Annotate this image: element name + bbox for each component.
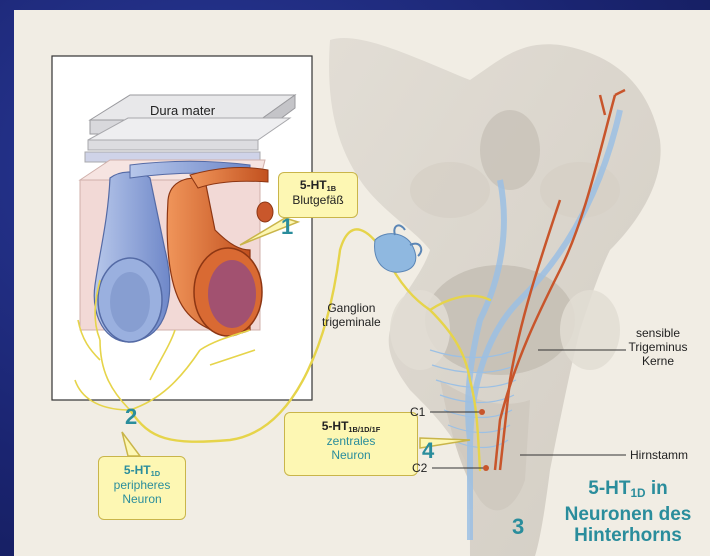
callout-4-desc-1: zentrales [285,434,417,448]
number-1: 1 [281,214,293,240]
c2-label: C2 [412,461,427,475]
c2-dot [483,465,489,471]
callout-1-receptor: 5-HT1B [279,178,357,193]
callout-central-neuron: 5-HT1B/1D/1F zentrales Neuron [284,412,418,476]
sensible-label-line-2: Trigeminus [618,340,698,354]
callout-2-desc-1: peripheres [99,478,185,492]
ganglion-label-line-2: trigeminale [322,315,381,329]
dura-mater-label: Dura mater [150,104,215,118]
section-title: 5-HT1D in Neuronen des Hinterhorns [548,478,708,546]
number-2: 2 [125,404,137,430]
sensible-trigeminus-label: sensible Trigeminus Kerne [618,326,698,368]
c1-label: C1 [410,405,425,419]
ganglion-label-line-1: Ganglion [322,301,381,315]
callout-peripheral-neuron: 5-HT1D peripheres Neuron [98,456,186,520]
sensible-label-line-3: Kerne [618,354,698,368]
callout-blood-vessel: 5-HT1B Blutgefäß [278,172,358,218]
c1-dot [479,409,485,415]
number-3: 3 [512,514,524,540]
callout-4-desc-2: Neuron [285,448,417,462]
callout-2-desc-2: Neuron [99,492,185,506]
section-title-line-2: Neuronen des [548,504,708,525]
sensible-label-line-1: sensible [618,326,698,340]
callout-4-receptor: 5-HT1B/1D/1F [285,419,417,434]
section-title-line-3: Hinterhorns [548,525,708,546]
hirnstamm-label: Hirnstamm [630,448,688,462]
callout-2-receptor: 5-HT1D [99,463,185,478]
callout-1-desc: Blutgefäß [279,193,357,207]
ganglion-label: Ganglion trigeminale [322,301,381,329]
section-title-line-1: 5-HT1D in [548,478,708,504]
